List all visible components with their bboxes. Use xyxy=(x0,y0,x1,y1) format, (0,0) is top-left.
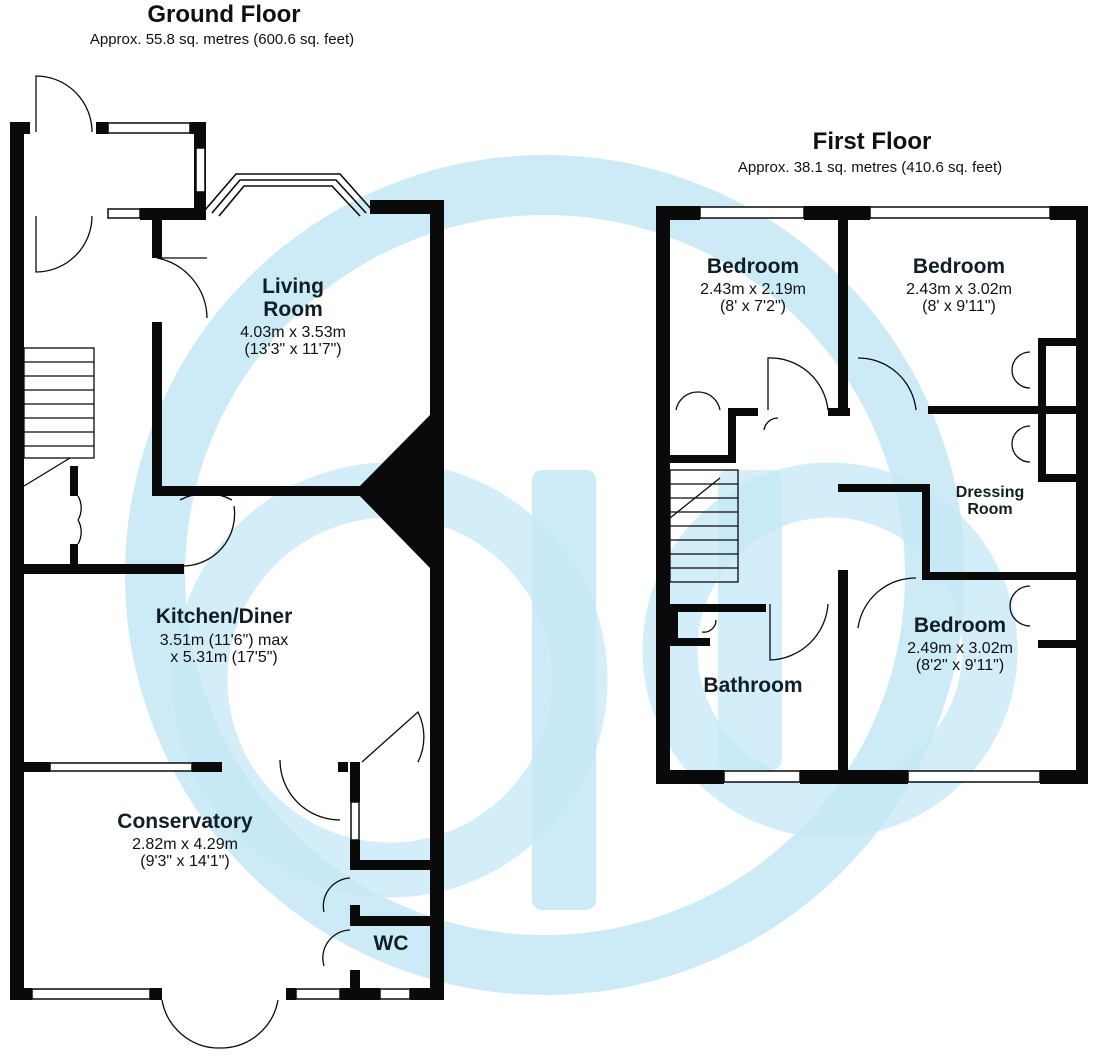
bedroom-1-dim-metric: 2.43m x 2.19m xyxy=(700,281,806,298)
bedroom-2-dim-metric: 2.43m x 3.02m xyxy=(906,281,1012,298)
ground-floor-area: Approx. 55.8 sq. metres (600.6 sq. feet) xyxy=(89,31,355,48)
kitchen-diner-dim-line1: 3.51m (11'6") max xyxy=(159,632,289,649)
dressing-room-label: Dressing Room xyxy=(956,484,1024,519)
bedroom-3-dim-imperial: (8'2" x 9'11") xyxy=(915,657,1005,675)
kitchen-diner-dim-line2: x 5.31m (17'5") xyxy=(170,649,278,667)
bedroom-1-dim-imperial: (8' x 7'2") xyxy=(719,298,787,316)
conservatory-dim-imperial: (9'3" x 14'1") xyxy=(140,853,230,871)
living-room-dim-metric: 4.03m x 3.53m xyxy=(240,324,346,341)
dressing-room-name-line1: Dressing xyxy=(955,484,1025,501)
bedroom-3-name: Bedroom xyxy=(913,614,1007,637)
conservatory-dim-metric: 2.82m x 4.29m xyxy=(132,836,238,853)
kitchen-diner-name: Kitchen/Diner xyxy=(155,605,293,628)
first-floor-area: Approx. 38.1 sq. metres (410.6 sq. feet) xyxy=(737,159,1003,176)
living-room-label: Living Room xyxy=(262,275,324,321)
first-floor-plan xyxy=(656,206,1088,784)
living-room-name-line1: Living xyxy=(262,275,324,298)
ground-floor-title: Ground Floor xyxy=(147,1,301,28)
bedroom-1-name: Bedroom xyxy=(706,255,800,278)
first-floor-walls xyxy=(656,206,1088,784)
bedroom-3-dimensions: 2.49m x 3.02m (8'2" x 9'11") xyxy=(907,640,1013,675)
ground-floor-plan xyxy=(10,75,444,1049)
bedroom-2-dim-imperial: (8' x 9'11") xyxy=(922,298,996,316)
bedroom-3-dim-metric: 2.49m x 3.02m xyxy=(907,640,1013,657)
living-room-name-line2: Room xyxy=(263,297,323,321)
bay-window xyxy=(204,173,373,217)
first-floor-windows xyxy=(699,206,1051,783)
bedroom-2-dimensions: 2.43m x 3.02m (8' x 9'11") xyxy=(906,281,1012,316)
dressing-room-name-line2: Room xyxy=(967,501,1013,519)
ground-floor-doors xyxy=(35,75,425,1049)
first-floor-doors xyxy=(675,351,1031,661)
kitchen-diner-dimensions: 3.51m (11'6") max x 5.31m (17'5") xyxy=(160,632,288,667)
ground-floor-windows xyxy=(31,122,411,1000)
conservatory-name: Conservatory xyxy=(117,810,253,833)
bathroom-name: Bathroom xyxy=(703,674,803,697)
living-room-dim-imperial: (13'3" x 11'7") xyxy=(244,341,342,359)
first-staircase xyxy=(669,469,739,583)
ground-floor-walls xyxy=(10,122,444,1000)
ground-staircase xyxy=(23,347,95,487)
first-floor-title: First Floor xyxy=(812,128,932,155)
conservatory-dimensions: 2.82m x 4.29m (9'3" x 14'1") xyxy=(132,836,238,871)
wc-name: WC xyxy=(373,932,409,955)
bedroom-1-dimensions: 2.43m x 2.19m (8' x 7'2") xyxy=(700,281,806,316)
living-room-dimensions: 4.03m x 3.53m (13'3" x 11'7") xyxy=(240,324,346,359)
bedroom-2-name: Bedroom xyxy=(912,255,1006,278)
